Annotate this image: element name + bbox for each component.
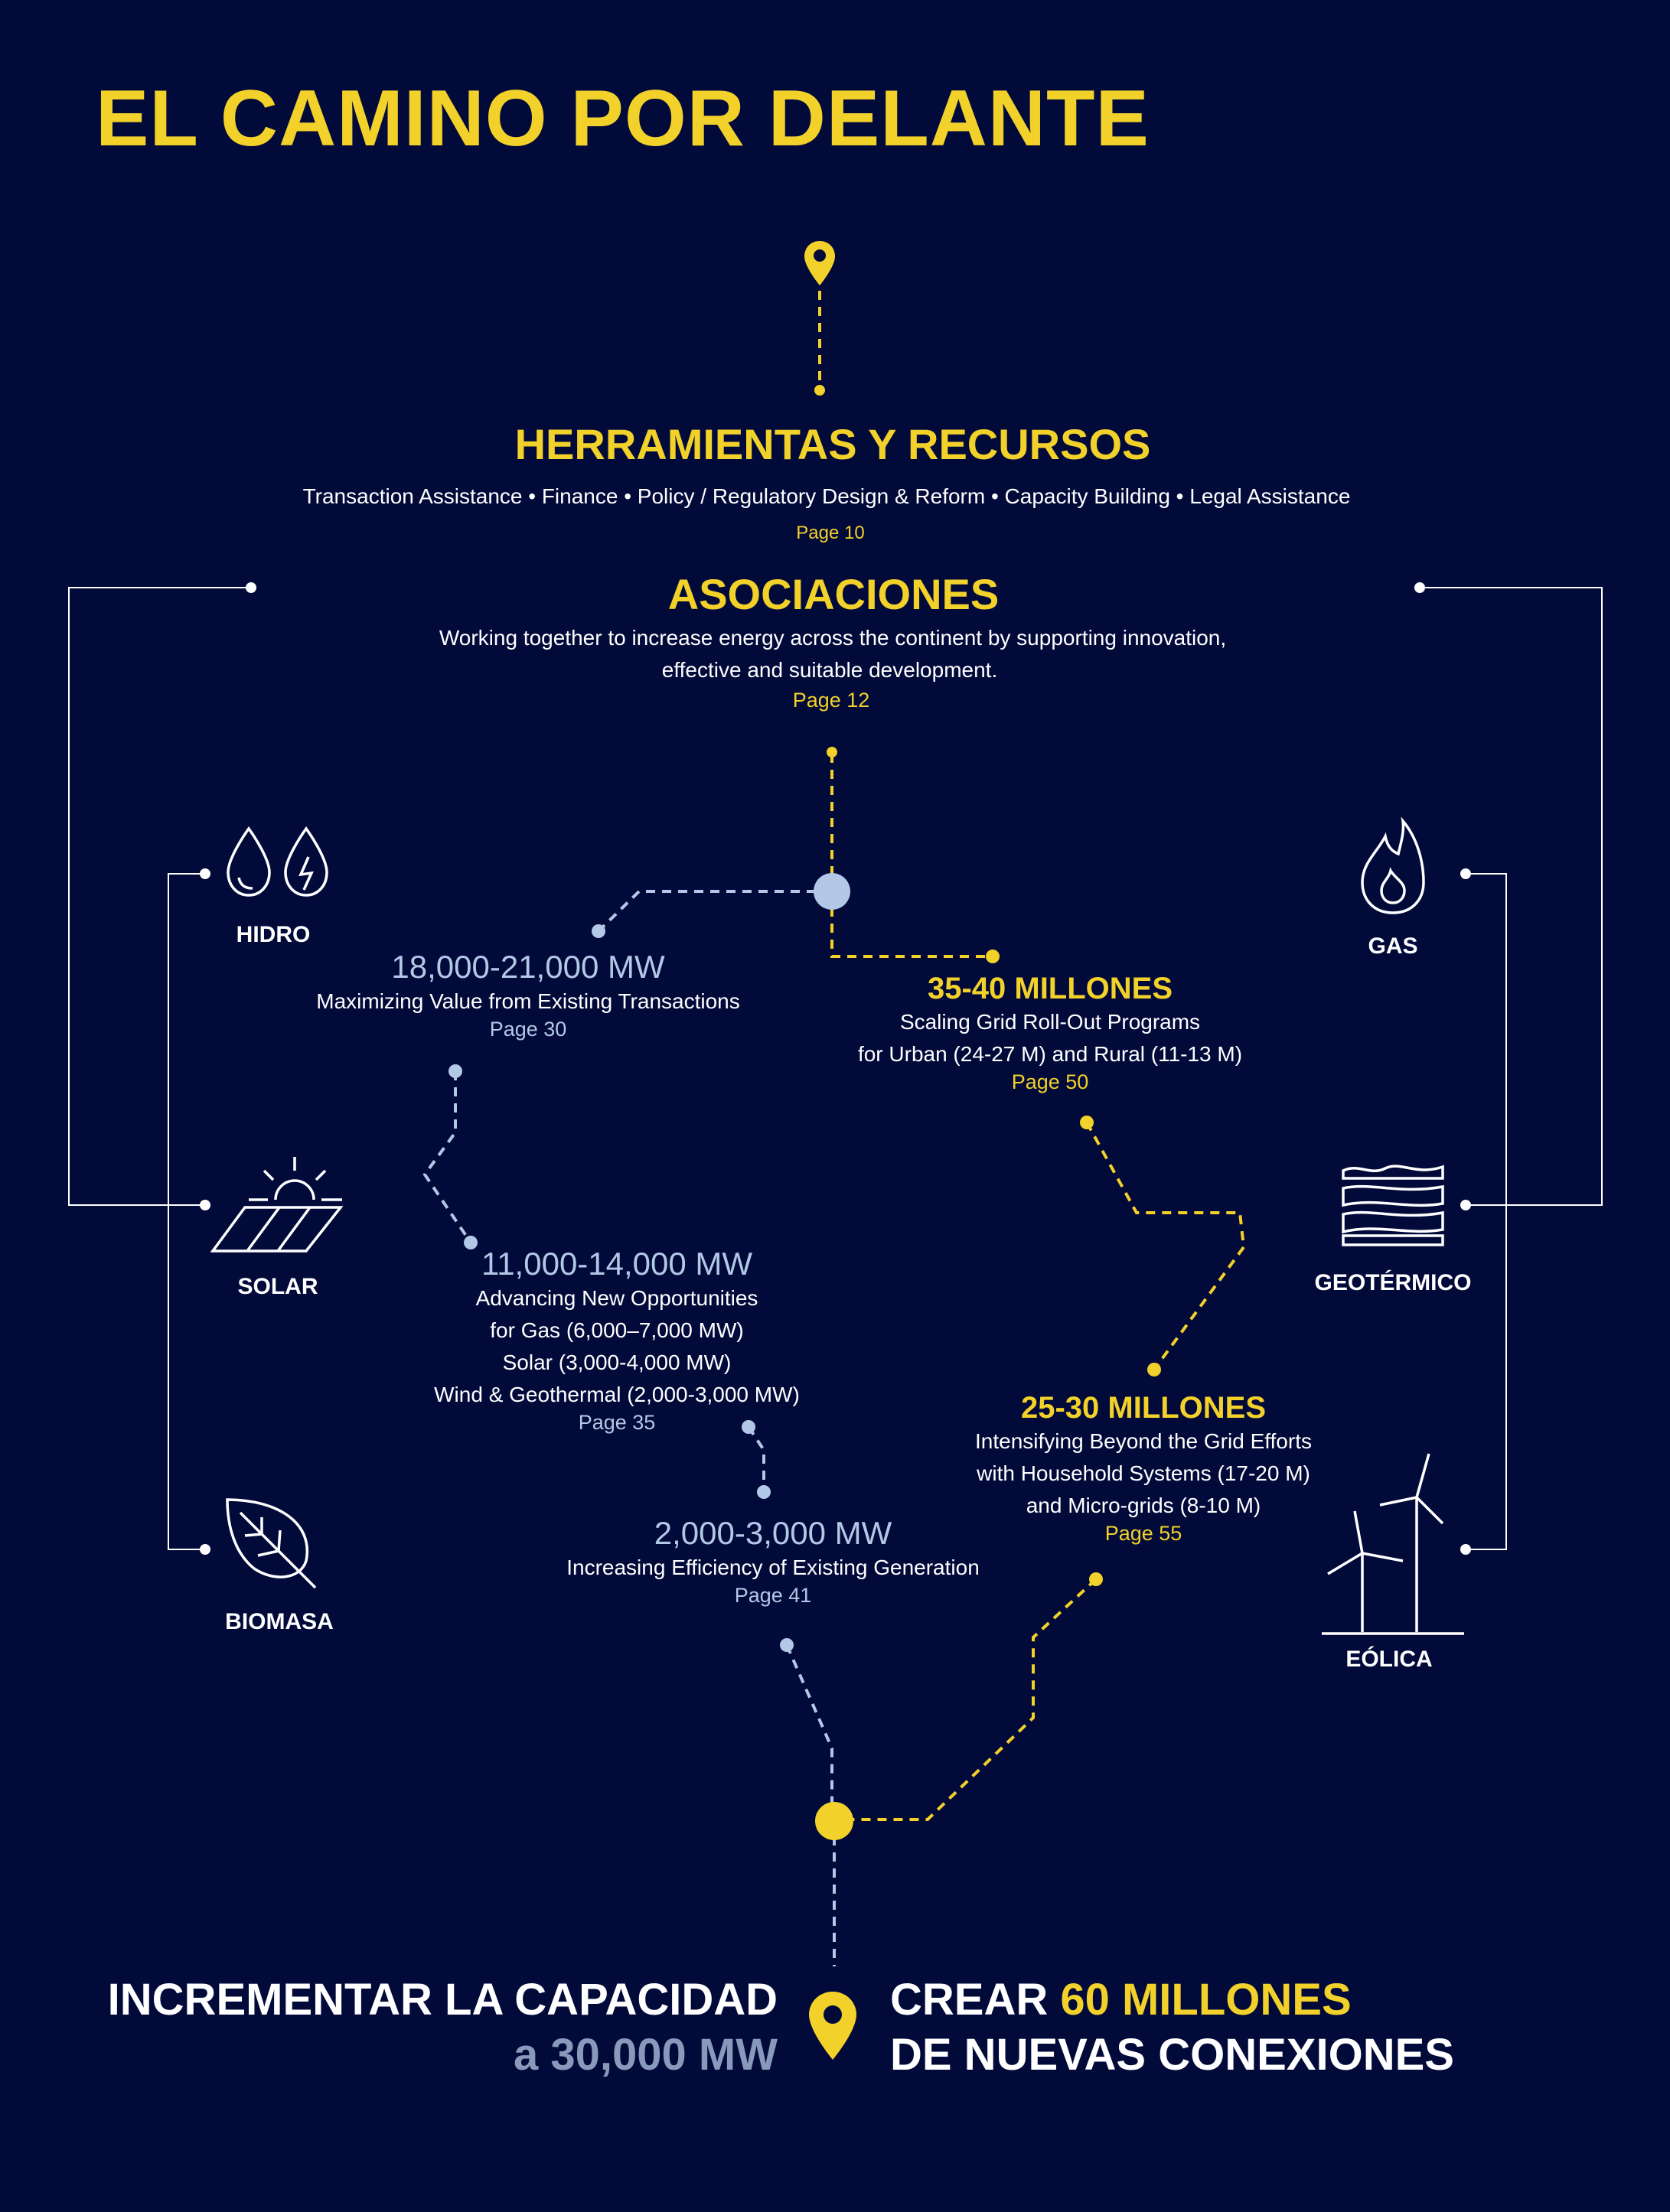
connections-step-line: with Household Systems (17-20 M) [977,1461,1310,1485]
capacity-step-line: Advancing New Opportunities [475,1286,758,1310]
capacity-step-page-link[interactable]: Page 35 [578,1411,656,1434]
partnerships-page-link[interactable]: Page 12 [792,689,870,712]
left-outer-bracket [68,587,251,1206]
capacity-step-line: Increasing Efficiency of Existing Genera… [566,1556,980,1579]
goal-connections-highlight: 60 MILLONES [1060,1975,1352,2025]
yellow-path [830,891,993,958]
capacity-step-1: 18,000-21,000 MW Maximizing Value from E… [316,949,739,1041]
source-label-hidro: HIDRO [236,922,311,947]
left-inner-bracket [168,873,205,1550]
partnerships-heading: ASOCIACIONES [667,570,1000,618]
source-label-biomasa: BIOMASA [225,1609,334,1634]
page-title: EL CAMINO POR DELANTE [96,74,1150,163]
source-label-gas: GAS [1368,933,1418,959]
water-drop-icon [227,826,328,897]
geothermal-layers-icon [1342,1165,1444,1246]
wind-turbine-icon [1322,1453,1464,1635]
source-label-geotermico: GEOTÉRMICO [1314,1270,1472,1295]
capacity-step-page-link[interactable]: Page 41 [734,1584,812,1607]
goal-connections: CREAR 60 MILLONES DE NUEVAS CONEXIONES [890,1973,1454,2083]
goal-connections-prefix: CREAR [890,1975,1061,2025]
source-label-solar: SOLAR [237,1274,318,1299]
connections-step-value: 25-30 MILLONES [1020,1391,1267,1425]
tools-page-link[interactable]: Page 10 [796,523,865,543]
right-outer-bracket [1420,587,1603,1206]
connections-step-value: 35-40 MILLONES [927,972,1173,1005]
partnership-hub [814,873,850,910]
goal-capacity-line-1: INCREMENTAR LA CAPACIDAD [107,1975,778,2025]
partnerships-line-2: effective and suitable development. [661,658,998,682]
connections-step-page-link[interactable]: Page 50 [1011,1070,1089,1093]
capacity-step-line: Wind & Geothermal (2,000-3,000 MW) [434,1383,800,1406]
source-label-eolica: EÓLICA [1345,1647,1433,1672]
capacity-step-value: 18,000-21,000 MW [391,949,665,985]
tools-items: Transaction Assistance • Finance • Polic… [302,484,1351,508]
right-inner-bracket [1466,873,1507,1550]
capacity-step-line: Maximizing Value from Existing Transacti… [316,989,740,1013]
connections-step-1: 35-40 MILLONES Scaling Grid Roll-Out Pro… [858,972,1242,1094]
capacity-step-line: for Gas (6,000–7,000 MW) [490,1318,744,1342]
blue-path [597,890,832,933]
capacity-step-2: 11,000-14,000 MW Advancing New Opportuni… [434,1246,800,1435]
connections-step-line: Scaling Grid Roll-Out Programs [899,1010,1201,1034]
location-pin-icon [804,241,835,285]
connections-step-line: and Micro-grids (8-10 M) [1026,1494,1261,1517]
goal-connections-line-2: DE NUEVAS CONEXIONES [890,2030,1454,2080]
connections-step-line: Intensifying Beyond the Grid Efforts [975,1429,1312,1453]
tools-heading: HERRAMIENTAS Y RECURSOS [514,420,1151,468]
connections-step-page-link[interactable]: Page 55 [1104,1522,1182,1545]
connections-hub [815,1802,853,1840]
capacity-step-value: 2,000-3,000 MW [654,1515,892,1551]
destination-pin-icon [809,1992,856,2060]
capacity-step-3: 2,000-3,000 MW Increasing Efficiency of … [566,1515,980,1608]
capacity-step-line: Solar (3,000-4,000 MW) [502,1350,732,1374]
flame-icon [1361,817,1425,914]
leaf-icon [226,1498,317,1589]
capacity-step-page-link[interactable]: Page 30 [489,1018,567,1041]
goal-capacity-line-2: a 30,000 MW [514,2030,778,2080]
connections-step-line: for Urban (24-27 M) and Rural (11-13 M) [857,1042,1243,1066]
capacity-step-value: 11,000-14,000 MW [481,1246,753,1282]
connections-step-2: 25-30 MILLONES Intensifying Beyond the G… [975,1391,1312,1546]
partnerships-line-1: Working together to increase energy acro… [439,626,1227,650]
solar-panel-icon [210,1157,344,1253]
goal-capacity: INCREMENTAR LA CAPACIDAD a 30,000 MW [108,1973,778,2083]
